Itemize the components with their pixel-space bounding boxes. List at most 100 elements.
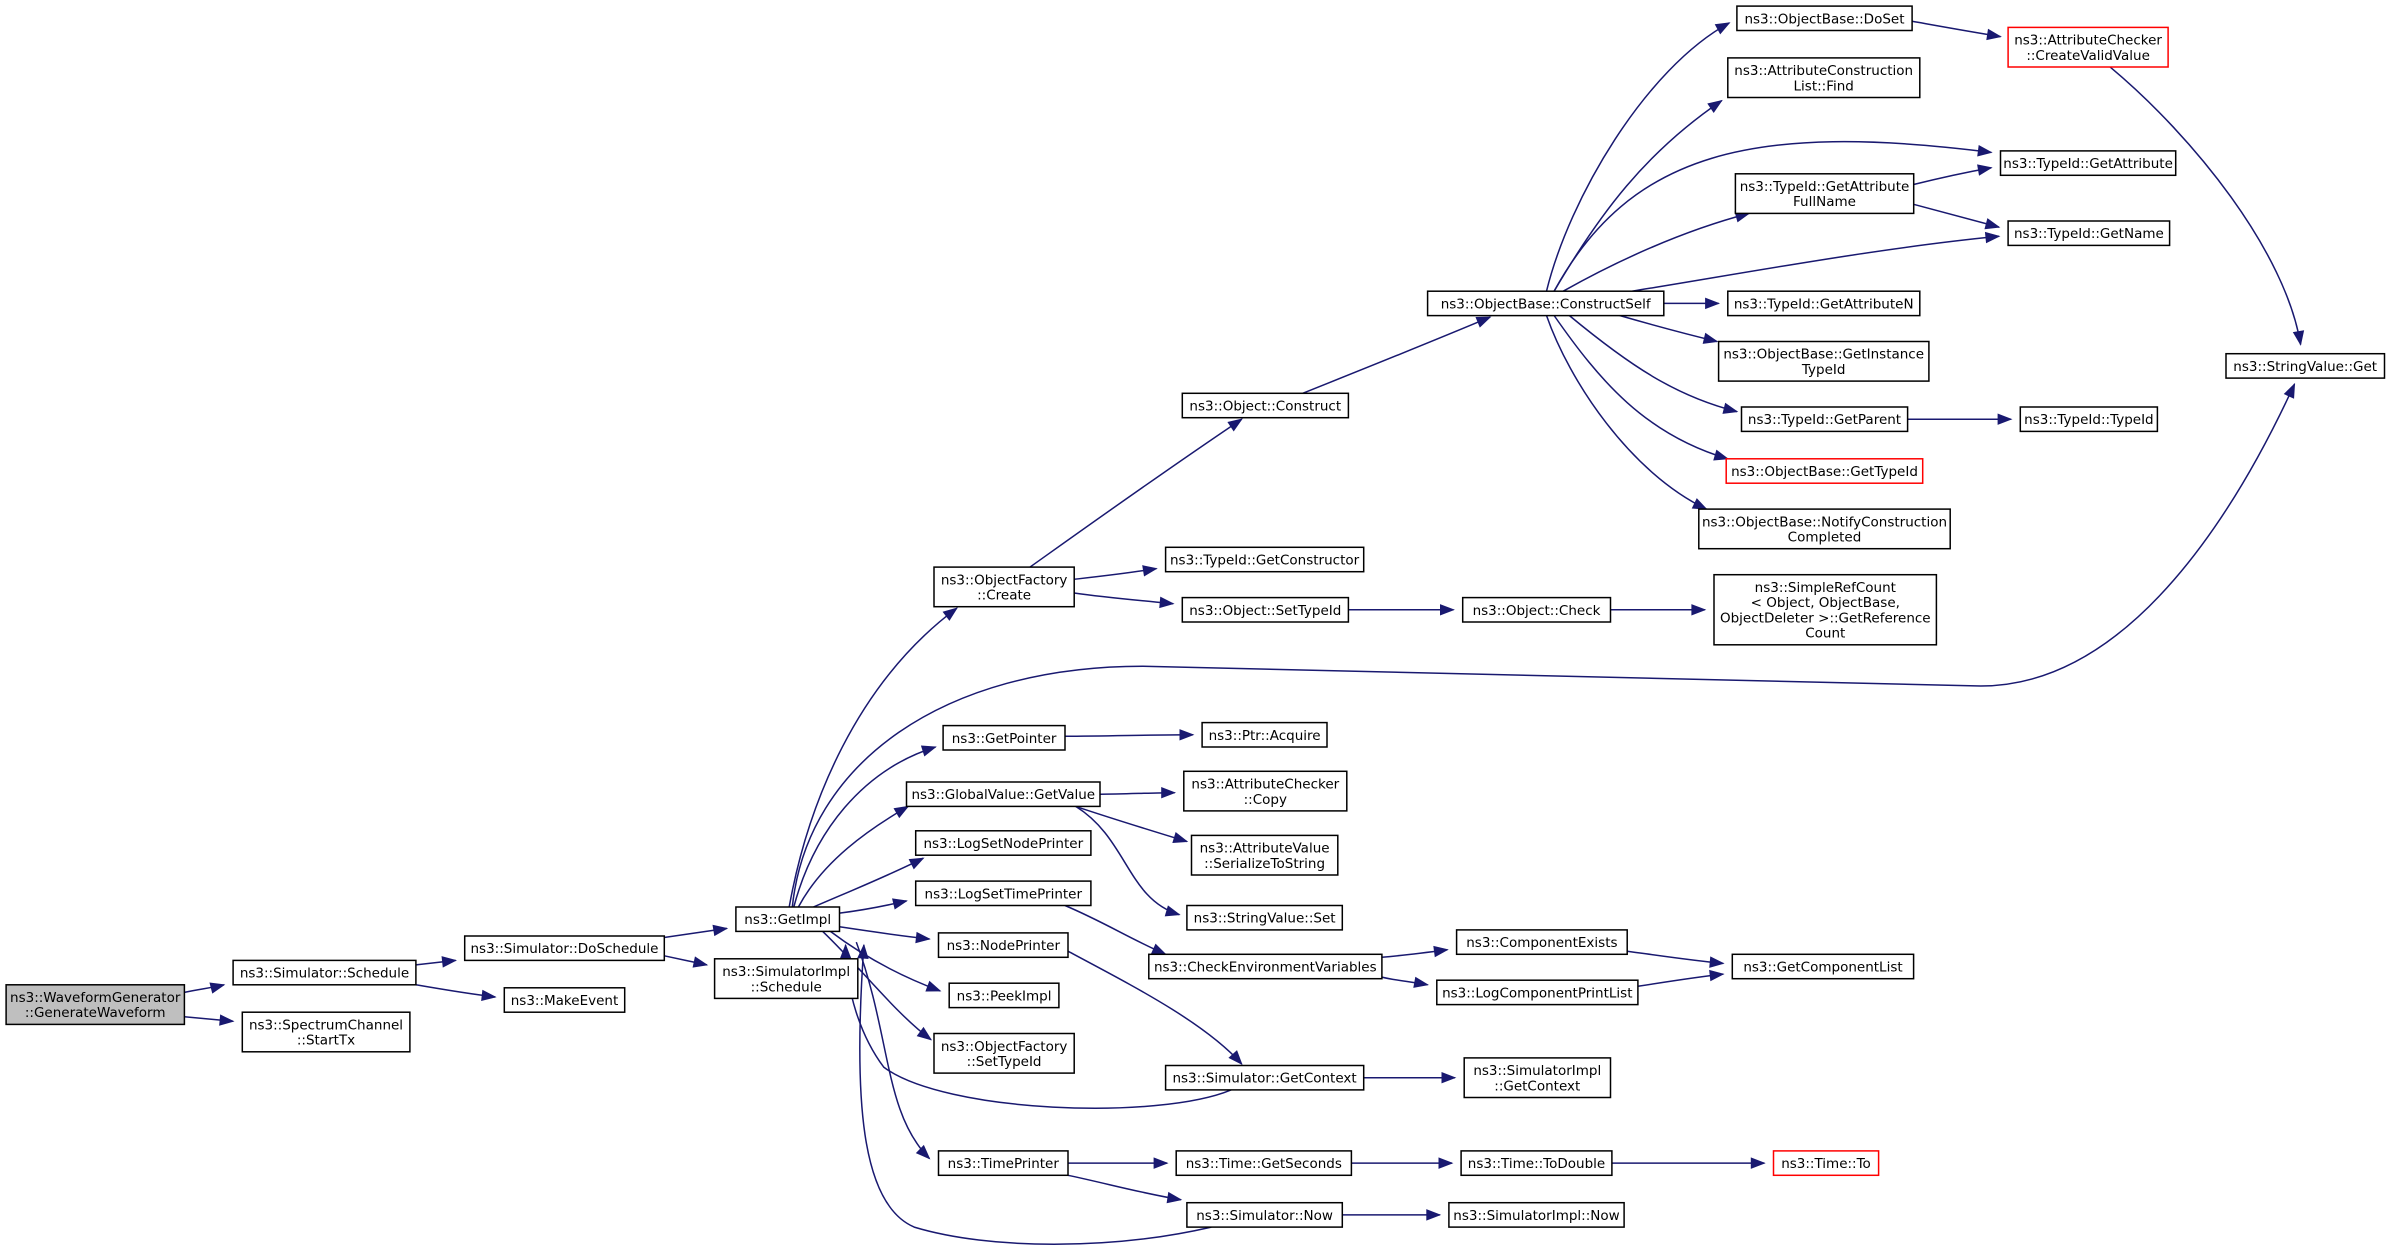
node-srcgetref[interactable]: ns3::SimpleRefCount< Object, ObjectBase,…	[1713, 573, 1938, 646]
node-label: ::GetContext	[1494, 1078, 1580, 1094]
edge-line	[1067, 1174, 1181, 1201]
edge-arrowhead	[1172, 832, 1189, 844]
node-label: ns3::GetImpl	[744, 912, 831, 928]
node-simimplsched[interactable]: ns3::SimulatorImpl::Schedule	[713, 958, 859, 1000]
node-box	[1183, 770, 1348, 812]
edge-getimpl-to-nodeprinter	[839, 926, 931, 944]
node-label: ::GenerateWaveform	[25, 1005, 166, 1021]
node-label: ns3::ObjectBase::DoSet	[1744, 11, 1904, 27]
edge-logcpl-to-getcomplist	[1637, 969, 1725, 988]
edge-line	[1631, 235, 2000, 292]
node-starttx[interactable]: ns3::SpectrumChannel::StartTx	[241, 1011, 411, 1053]
node-box	[1186, 1201, 1344, 1228]
node-ofcreate[interactable]: ns3::ObjectFactory::Create	[933, 566, 1075, 608]
edge-arrowhead	[908, 857, 925, 870]
edge-line	[1553, 99, 1723, 292]
node-accopy[interactable]: ns3::AttributeChecker::Copy	[1183, 770, 1348, 812]
node-getptr[interactable]: ns3::GetPointer	[942, 724, 1066, 751]
node-objcheck[interactable]: ns3::Object::Check	[1461, 596, 1612, 623]
edge-arrowhead	[1413, 976, 1429, 988]
node-simimplgetctx[interactable]: ns3::SimulatorImpl::GetContext	[1463, 1057, 1612, 1099]
node-label: ns3::TypeId::GetConstructor	[1170, 553, 1360, 569]
node-sched[interactable]: ns3::Simulator::Schedule	[232, 959, 417, 986]
node-obconstructself[interactable]: ns3::ObjectBase::ConstructSelf	[1426, 290, 1665, 317]
node-tidgetattr[interactable]: ns3::TypeId::GetAttribute	[1999, 150, 2177, 177]
node-svget[interactable]: ns3::StringValue::Get	[2225, 352, 2386, 379]
node-ptracq[interactable]: ns3::Ptr::Acquire	[1201, 721, 1328, 748]
node-getsec[interactable]: ns3::Time::GetSeconds	[1175, 1150, 1353, 1177]
node-getctx[interactable]: ns3::Simulator::GetContext	[1164, 1064, 1365, 1091]
node-label: ObjectDeleter >::GetReference	[1720, 610, 1931, 626]
edge-getimpl-to-lsnp	[813, 857, 925, 908]
node-simnow[interactable]: ns3::Simulator::Now	[1186, 1201, 1344, 1228]
node-gvget[interactable]: ns3::GlobalValue::GetValue	[905, 781, 1101, 808]
edge-line	[2109, 66, 2302, 345]
node-box	[933, 566, 1075, 608]
node-box	[713, 958, 859, 1000]
node-label: ns3::NodePrinter	[947, 938, 1061, 954]
edge-arrowhead	[1164, 905, 1181, 917]
node-obnotify[interactable]: ns3::ObjectBase::NotifyConstructionCompl…	[1698, 508, 1951, 550]
node-compexists[interactable]: ns3::ComponentExists	[1455, 929, 1628, 956]
node-objconstruct[interactable]: ns3::Object::Construct	[1181, 392, 1350, 419]
edge-arrowhead	[712, 924, 729, 937]
node-avser[interactable]: ns3::AttributeValue::SerializeToString	[1190, 834, 1339, 876]
node-box	[1740, 406, 1909, 433]
node-simimplnow[interactable]: ns3::SimulatorImpl::Now	[1448, 1201, 1625, 1228]
node-timeto[interactable]: ns3::Time::To	[1772, 1150, 1880, 1177]
edge-getsec-to-todouble	[1351, 1157, 1454, 1169]
node-lsnp[interactable]: ns3::LogSetNodePrinter	[914, 830, 1092, 856]
node-label: ns3::SimulatorImpl::Now	[1453, 1208, 1619, 1224]
node-tidtid[interactable]: ns3::TypeId::TypeId	[2019, 406, 2159, 433]
node-checkenv[interactable]: ns3::CheckEnvironmentVariables	[1148, 953, 1383, 980]
node-obdoset[interactable]: ns3::ObjectBase::DoSet	[1736, 5, 1913, 32]
node-box	[1164, 1064, 1365, 1091]
edge-timeprinter-to-simnow	[1067, 1174, 1183, 1204]
edge-arrowhead	[1227, 418, 1243, 432]
node-acvalid[interactable]: ns3::AttributeChecker::CreateValidValue	[2007, 26, 2169, 68]
node-logcpl[interactable]: ns3::LogComponentPrintList	[1436, 979, 1639, 1006]
edge-arrowhead	[1984, 218, 2001, 230]
node-label: Count	[1805, 626, 1845, 642]
edge-obconstructself-to-tidgetname	[1631, 231, 2001, 292]
edge-line	[844, 945, 1232, 1109]
node-tidgetctor[interactable]: ns3::TypeId::GetConstructor	[1164, 546, 1365, 573]
node-dosched[interactable]: ns3::Simulator::DoSchedule	[463, 935, 666, 962]
edge-line	[1075, 805, 1180, 916]
node-mkevt[interactable]: ns3::MakeEvent	[503, 987, 626, 1013]
edge-line	[1545, 315, 1707, 510]
node-obgettid[interactable]: ns3::ObjectBase::GetTypeId	[1725, 458, 1924, 484]
edge-gvget-to-svset	[1075, 805, 1181, 917]
node-getimpl[interactable]: ns3::GetImpl	[735, 906, 841, 933]
node-tidgetname[interactable]: ns3::TypeId::GetName	[2007, 220, 2171, 247]
edge-line	[793, 746, 936, 908]
edge-arrowhead	[1166, 1191, 1183, 1204]
edge-arrowhead	[1438, 1157, 1454, 1169]
edge-dosched-to-getimpl	[664, 924, 729, 939]
node-ofsettid[interactable]: ns3::ObjectFactory::SetTypeId	[933, 1032, 1075, 1074]
node-timeprinter[interactable]: ns3::TimePrinter	[937, 1150, 1069, 1177]
node-label: ns3::CheckEnvironmentVariables	[1154, 960, 1377, 976]
edge-simnow-to-simimplnow	[1342, 1209, 1442, 1221]
node-peekimpl[interactable]: ns3::PeekImpl	[948, 982, 1060, 1009]
edge-line	[1619, 314, 1718, 343]
node-label: ns3::ComponentExists	[1466, 935, 1617, 951]
node-label: ns3::TypeId::GetAttribute	[1740, 179, 1910, 195]
node-getcomplist[interactable]: ns3::GetComponentList	[1731, 953, 1915, 980]
node-box	[914, 830, 1092, 856]
node-todouble[interactable]: ns3::Time::ToDouble	[1460, 1150, 1613, 1177]
node-svset[interactable]: ns3::StringValue::Set	[1186, 904, 1344, 931]
edge-obconstructself-to-tidgan	[1663, 297, 1720, 310]
node-nodeprinter[interactable]: ns3::NodePrinter	[937, 932, 1069, 959]
edge-lstp-to-checkenv	[1064, 904, 1167, 955]
node-tidgetparent[interactable]: ns3::TypeId::GetParent	[1740, 406, 1909, 433]
edge-line	[859, 945, 1212, 1246]
edge-arrowhead	[915, 931, 931, 944]
node-objsettid[interactable]: ns3::Object::SetTypeId	[1181, 596, 1350, 623]
node-tidgan[interactable]: ns3::TypeId::GetAttributeN	[1727, 290, 1921, 317]
node-lstp[interactable]: ns3::LogSetTimePrinter	[914, 880, 1092, 907]
